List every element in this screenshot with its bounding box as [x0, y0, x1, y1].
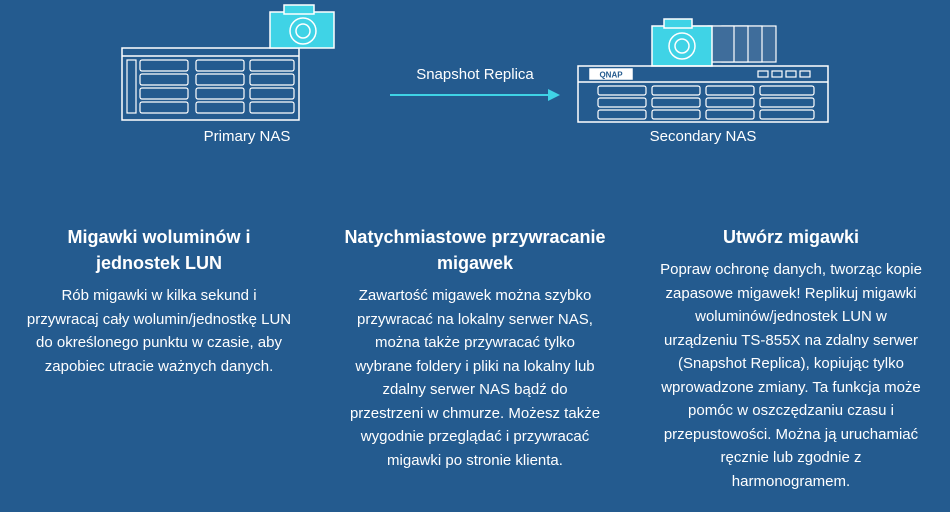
- replication-arrow-icon: [390, 89, 560, 101]
- feature-description: Zawartość migawek można szybko przywraca…: [349, 287, 601, 469]
- secondary-nas-icon: [577, 65, 829, 123]
- primary-nas-label: Primary NAS: [203, 128, 291, 145]
- secondary-camera-icon: [651, 18, 713, 67]
- feature-column-volume-snapshots: Migawki woluminów i jednostek LUN Rób mi…: [24, 224, 294, 378]
- feature-title: Migawki woluminów i jednostek LUN: [67, 227, 251, 273]
- feature-title: Utwórz migawki: [722, 227, 860, 247]
- feature-column-instant-restore: Natychmiastowe przywracanie migawek Zawa…: [336, 224, 614, 472]
- primary-nas-icon: [121, 47, 300, 121]
- feature-description: Rób migawki w kilka sekund i przywracaj …: [26, 287, 292, 375]
- feature-column-create-snapshots: Utwórz migawki Popraw ochronę danych, tw…: [652, 224, 930, 493]
- feature-description: Popraw ochronę danych, tworząc kopie zap…: [660, 261, 922, 490]
- replication-diagram: QNAP Primary NAS Snapshot Replica Second…: [0, 0, 950, 190]
- qnap-logo: QNAP: [599, 71, 623, 80]
- feature-title: Natychmiastowe przywracanie migawek: [344, 227, 606, 273]
- secondary-nas-label: Secondary NAS: [649, 128, 757, 145]
- diagram-graphic: QNAP: [121, 4, 829, 123]
- snapshot-replica-label: Snapshot Replica: [416, 66, 534, 83]
- snapshot-camera-icon: [269, 4, 335, 49]
